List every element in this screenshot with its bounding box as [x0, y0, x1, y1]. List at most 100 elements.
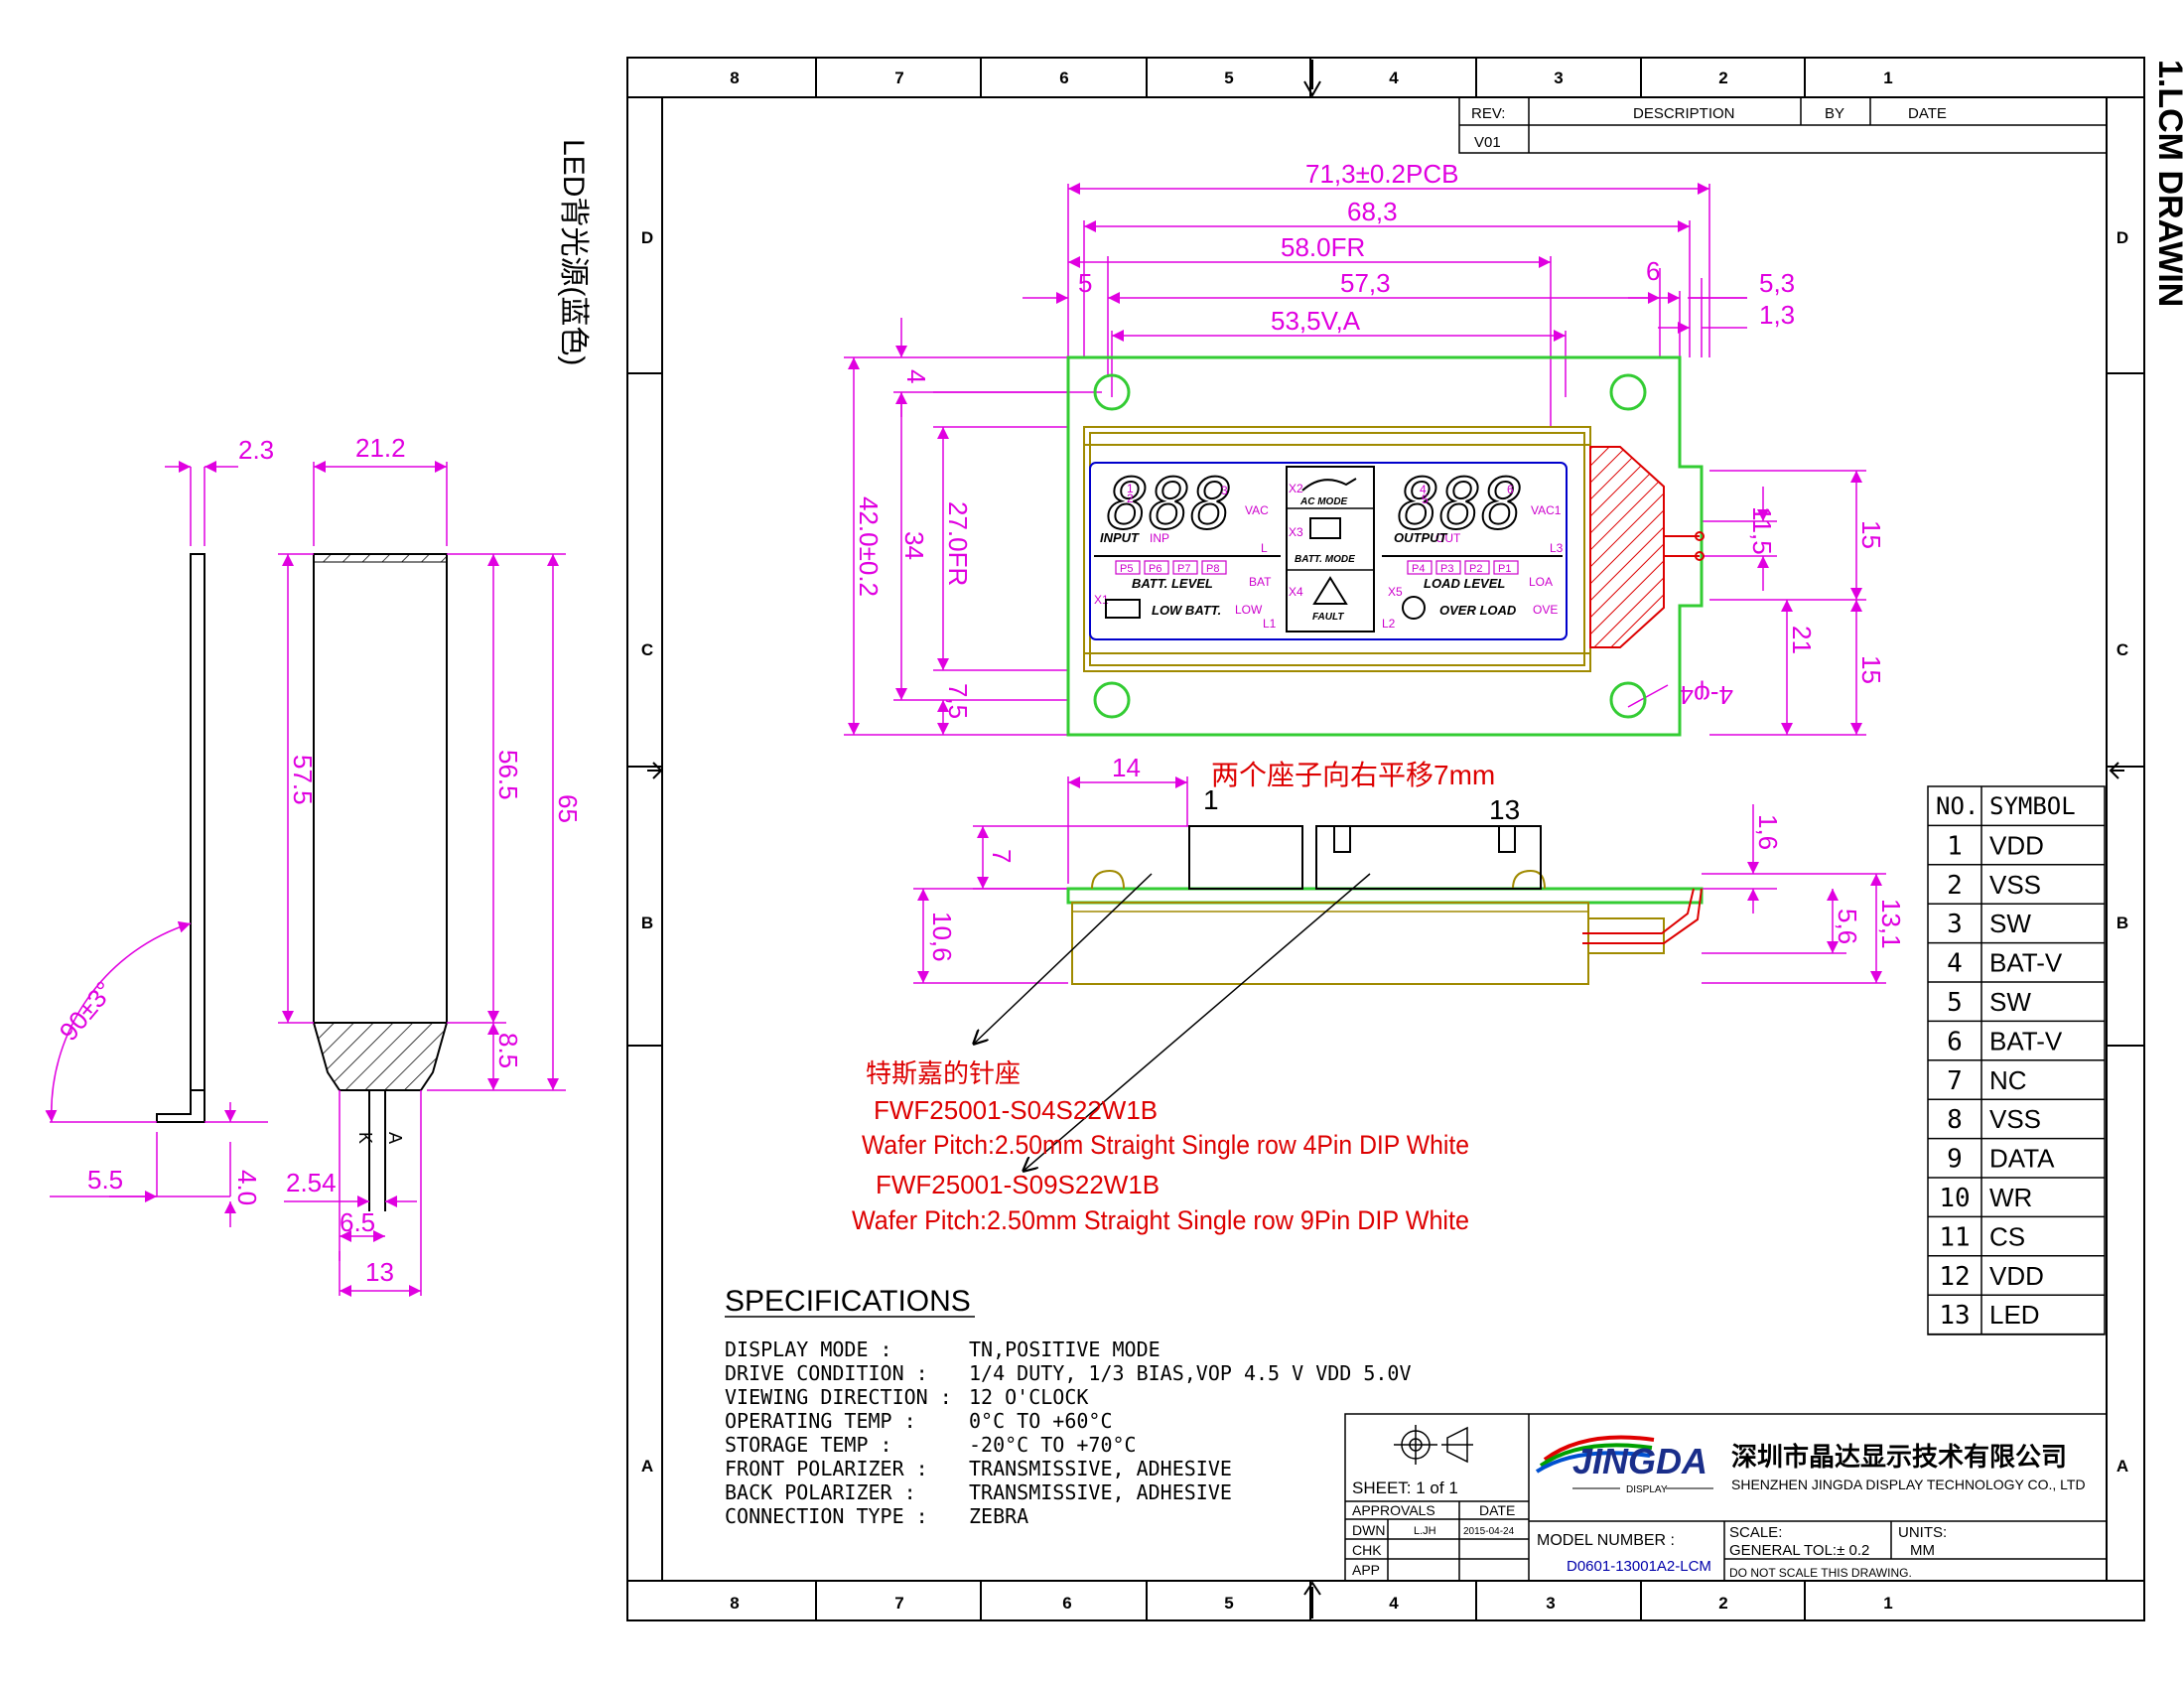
pin-number: 1	[1947, 831, 1963, 861]
svg-text:71,3±0.2PCB: 71,3±0.2PCB	[1305, 159, 1458, 189]
svg-text:CHK: CHK	[1352, 1542, 1382, 1558]
svg-text:P8: P8	[1206, 563, 1219, 575]
svg-text:4.0: 4.0	[232, 1170, 262, 1205]
svg-text:8: 8	[730, 1594, 739, 1613]
spec-value: TRANSMISSIVE, ADHESIVE	[969, 1480, 1232, 1504]
svg-text:X2: X2	[1289, 482, 1303, 495]
company-logo: JINGDA DISPLAY	[1535, 1435, 1713, 1495]
pin-symbol: WR	[1989, 1183, 2032, 1212]
svg-text:7: 7	[894, 69, 903, 87]
svg-text:P7: P7	[1177, 563, 1190, 575]
svg-text:L: L	[1261, 541, 1268, 555]
pin-number: 4	[1947, 949, 1963, 979]
spec-value: 1/4 DUTY, 1/3 BIAS,VOP 4.5 V VDD 5.0V	[969, 1361, 1412, 1385]
svg-text:UNITS:: UNITS:	[1898, 1524, 1947, 1541]
lcd-viewing-area	[1089, 462, 1568, 640]
svg-text:P6: P6	[1149, 563, 1161, 575]
pin-symbol: VSS	[1989, 1104, 2041, 1134]
svg-text:B: B	[641, 914, 653, 932]
spec-value: 12 O'CLOCK	[969, 1385, 1088, 1409]
svg-text:B: B	[2116, 914, 2128, 932]
svg-text:58.0FR: 58.0FR	[1281, 232, 1365, 262]
spec-value: TN,POSITIVE MODE	[969, 1337, 1160, 1361]
pin-symbol: CS	[1989, 1221, 2025, 1251]
company-name-en: SHENZHEN JINGDA DISPLAY TECHNOLOGY CO., …	[1731, 1477, 2086, 1492]
pin-number: 11	[1939, 1222, 1970, 1252]
pin-symbol: SW	[1989, 909, 2031, 938]
svg-text:FAULT: FAULT	[1312, 612, 1344, 623]
svg-text:INPUT: INPUT	[1100, 530, 1140, 545]
svg-text:APP: APP	[1352, 1562, 1380, 1578]
spec-label: DISPLAY MODE :	[725, 1337, 892, 1361]
connector-tail	[1589, 446, 1705, 648]
svg-text:P5: P5	[1120, 563, 1133, 575]
grid-labels: 8 7 6 5 4 3 2 1 8 7 6 5 4 3 2 1 D C B A …	[641, 69, 2128, 1613]
spec-value: -20°C TO +70°C	[969, 1433, 1137, 1457]
side-view-dimensions	[913, 776, 1886, 984]
svg-text:6: 6	[1507, 483, 1514, 496]
svg-text:5,3: 5,3	[1759, 268, 1795, 298]
svg-text:2.54: 2.54	[286, 1168, 337, 1197]
svg-text:GENERAL TOL:± 0.2: GENERAL TOL:± 0.2	[1729, 1542, 1869, 1559]
spec-label: FRONT POLARIZER :	[725, 1457, 928, 1480]
svg-text:X5: X5	[1388, 585, 1403, 599]
svg-text:1: 1	[1203, 784, 1219, 815]
svg-text:2: 2	[1127, 492, 1134, 505]
connector-notes: 特斯嘉的针座 FWF25001-S04S22W1B Wafer Pitch:2.…	[852, 1058, 1469, 1235]
svg-text:DATE: DATE	[1908, 105, 1947, 122]
svg-text:P3: P3	[1440, 563, 1453, 575]
svg-text:AC MODE: AC MODE	[1299, 496, 1348, 507]
svg-text:L1: L1	[1263, 617, 1277, 631]
svg-text:C: C	[2116, 640, 2128, 659]
svg-text:L3: L3	[1550, 541, 1564, 555]
svg-text:56.5: 56.5	[493, 750, 523, 800]
svg-text:1,6: 1,6	[1753, 814, 1783, 850]
svg-text:BATT. MODE: BATT. MODE	[1295, 554, 1355, 565]
leader-arrows	[973, 873, 1371, 1172]
svg-text:21.2: 21.2	[355, 433, 406, 463]
svg-text:P1: P1	[1498, 563, 1511, 575]
svg-text:90±3°: 90±3°	[54, 975, 120, 1046]
side-view-labels: 1 13 两个座子向右平移7mm	[1203, 760, 1520, 825]
svg-text:1: 1	[1883, 69, 1892, 87]
svg-text:OVER LOAD: OVER LOAD	[1439, 603, 1517, 618]
svg-text:65: 65	[553, 794, 583, 823]
svg-text:Wafer Pitch:2.50mm Straight Si: Wafer Pitch:2.50mm Straight Single row 4…	[862, 1130, 1469, 1160]
svg-text:OUTPUT: OUTPUT	[1394, 530, 1448, 545]
svg-text:D: D	[641, 228, 653, 247]
svg-text:3: 3	[1221, 484, 1228, 497]
lcd-digits: 888 888	[1106, 463, 1524, 546]
pin-number: 3	[1947, 910, 1963, 939]
pin-number: 9	[1947, 1145, 1963, 1175]
fault-warning-icon	[1312, 576, 1348, 605]
svg-text:4: 4	[1389, 69, 1399, 87]
svg-text:6: 6	[1059, 69, 1068, 87]
svg-text:2: 2	[1718, 69, 1727, 87]
svg-text:P4: P4	[1412, 563, 1425, 575]
pin-symbol: BAT-V	[1989, 948, 2063, 978]
svg-text:13: 13	[365, 1257, 394, 1287]
svg-text:L.JH: L.JH	[1414, 1525, 1436, 1537]
svg-text:11,5: 11,5	[1747, 506, 1777, 555]
backlight-note: LED背光源(蓝色)	[557, 139, 590, 365]
svg-text:A: A	[641, 1457, 653, 1476]
pin-number: 8	[1947, 1105, 1963, 1135]
svg-text:SHEET: 1 of 1: SHEET: 1 of 1	[1352, 1478, 1458, 1497]
spec-value: TRANSMISSIVE, ADHESIVE	[969, 1457, 1232, 1480]
svg-text:DATE: DATE	[1479, 1502, 1515, 1518]
svg-text:DO NOT SCALE THIS DRAWING.: DO NOT SCALE THIS DRAWING.	[1729, 1566, 1912, 1580]
pin-number: 2	[1947, 871, 1963, 901]
svg-text:OUT: OUT	[1435, 531, 1461, 545]
svg-text:JINGDA: JINGDA	[1572, 1441, 1707, 1481]
svg-text:D: D	[2116, 228, 2128, 247]
svg-text:888: 888	[1398, 464, 1523, 545]
pin-table-header-symbol: SYMBOL	[1989, 792, 2076, 820]
svg-text:LOW: LOW	[1235, 603, 1263, 617]
svg-text:5,6: 5,6	[1833, 909, 1862, 944]
svg-text:A: A	[385, 1132, 405, 1144]
svg-text:8: 8	[730, 69, 739, 87]
svg-text:5.5: 5.5	[87, 1165, 123, 1195]
company-name-cn: 深圳市晶达显示技术有限公司	[1731, 1442, 2067, 1472]
svg-text:8.5: 8.5	[493, 1033, 523, 1068]
lcd-frame	[1083, 426, 1591, 672]
